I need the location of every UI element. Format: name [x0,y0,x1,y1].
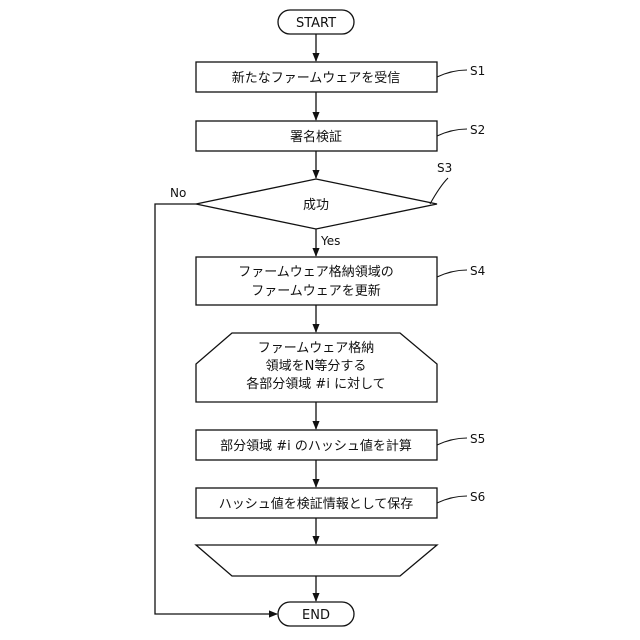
decision-s3-label: S3 [437,161,452,175]
no-branch-label: No [170,186,186,200]
loop-end-shape [196,545,437,576]
step-s4-leader [437,270,467,277]
yes-branch-label: Yes [320,234,340,248]
step-s1-text: 新たなファームウェアを受信 [232,70,401,86]
step-s5-label: S5 [470,432,485,446]
step-s4-label: S4 [470,264,485,278]
step-s2-leader [437,129,467,136]
decision-s3-leader [430,178,448,204]
step-s5-leader [437,438,467,445]
step-s6-leader [437,496,467,503]
decision-s3-text: 成功 [303,198,329,213]
step-s1-leader [437,70,467,77]
step-s6-text: ハッシュ値を検証情報として保存 [219,496,414,512]
step-s4-line2: ファームウェアを更新 [251,283,381,299]
start-text: START [296,16,336,31]
step-s1-label: S1 [470,64,485,78]
step-s4-line1: ファームウェア格納領域の [238,264,394,280]
loop-start-line3: 各部分領域 #i に対して [246,376,385,392]
loop-start-line2: 領域をN等分する [266,358,367,374]
step-s2-text: 署名検証 [290,129,342,145]
step-s5-text: 部分領域 #i のハッシュ値を計算 [220,438,412,454]
step-s6-label: S6 [470,490,485,504]
loop-start-line1: ファームウェア格納 [258,340,375,356]
end-text: END [302,608,330,623]
step-s2-label: S2 [470,123,485,137]
